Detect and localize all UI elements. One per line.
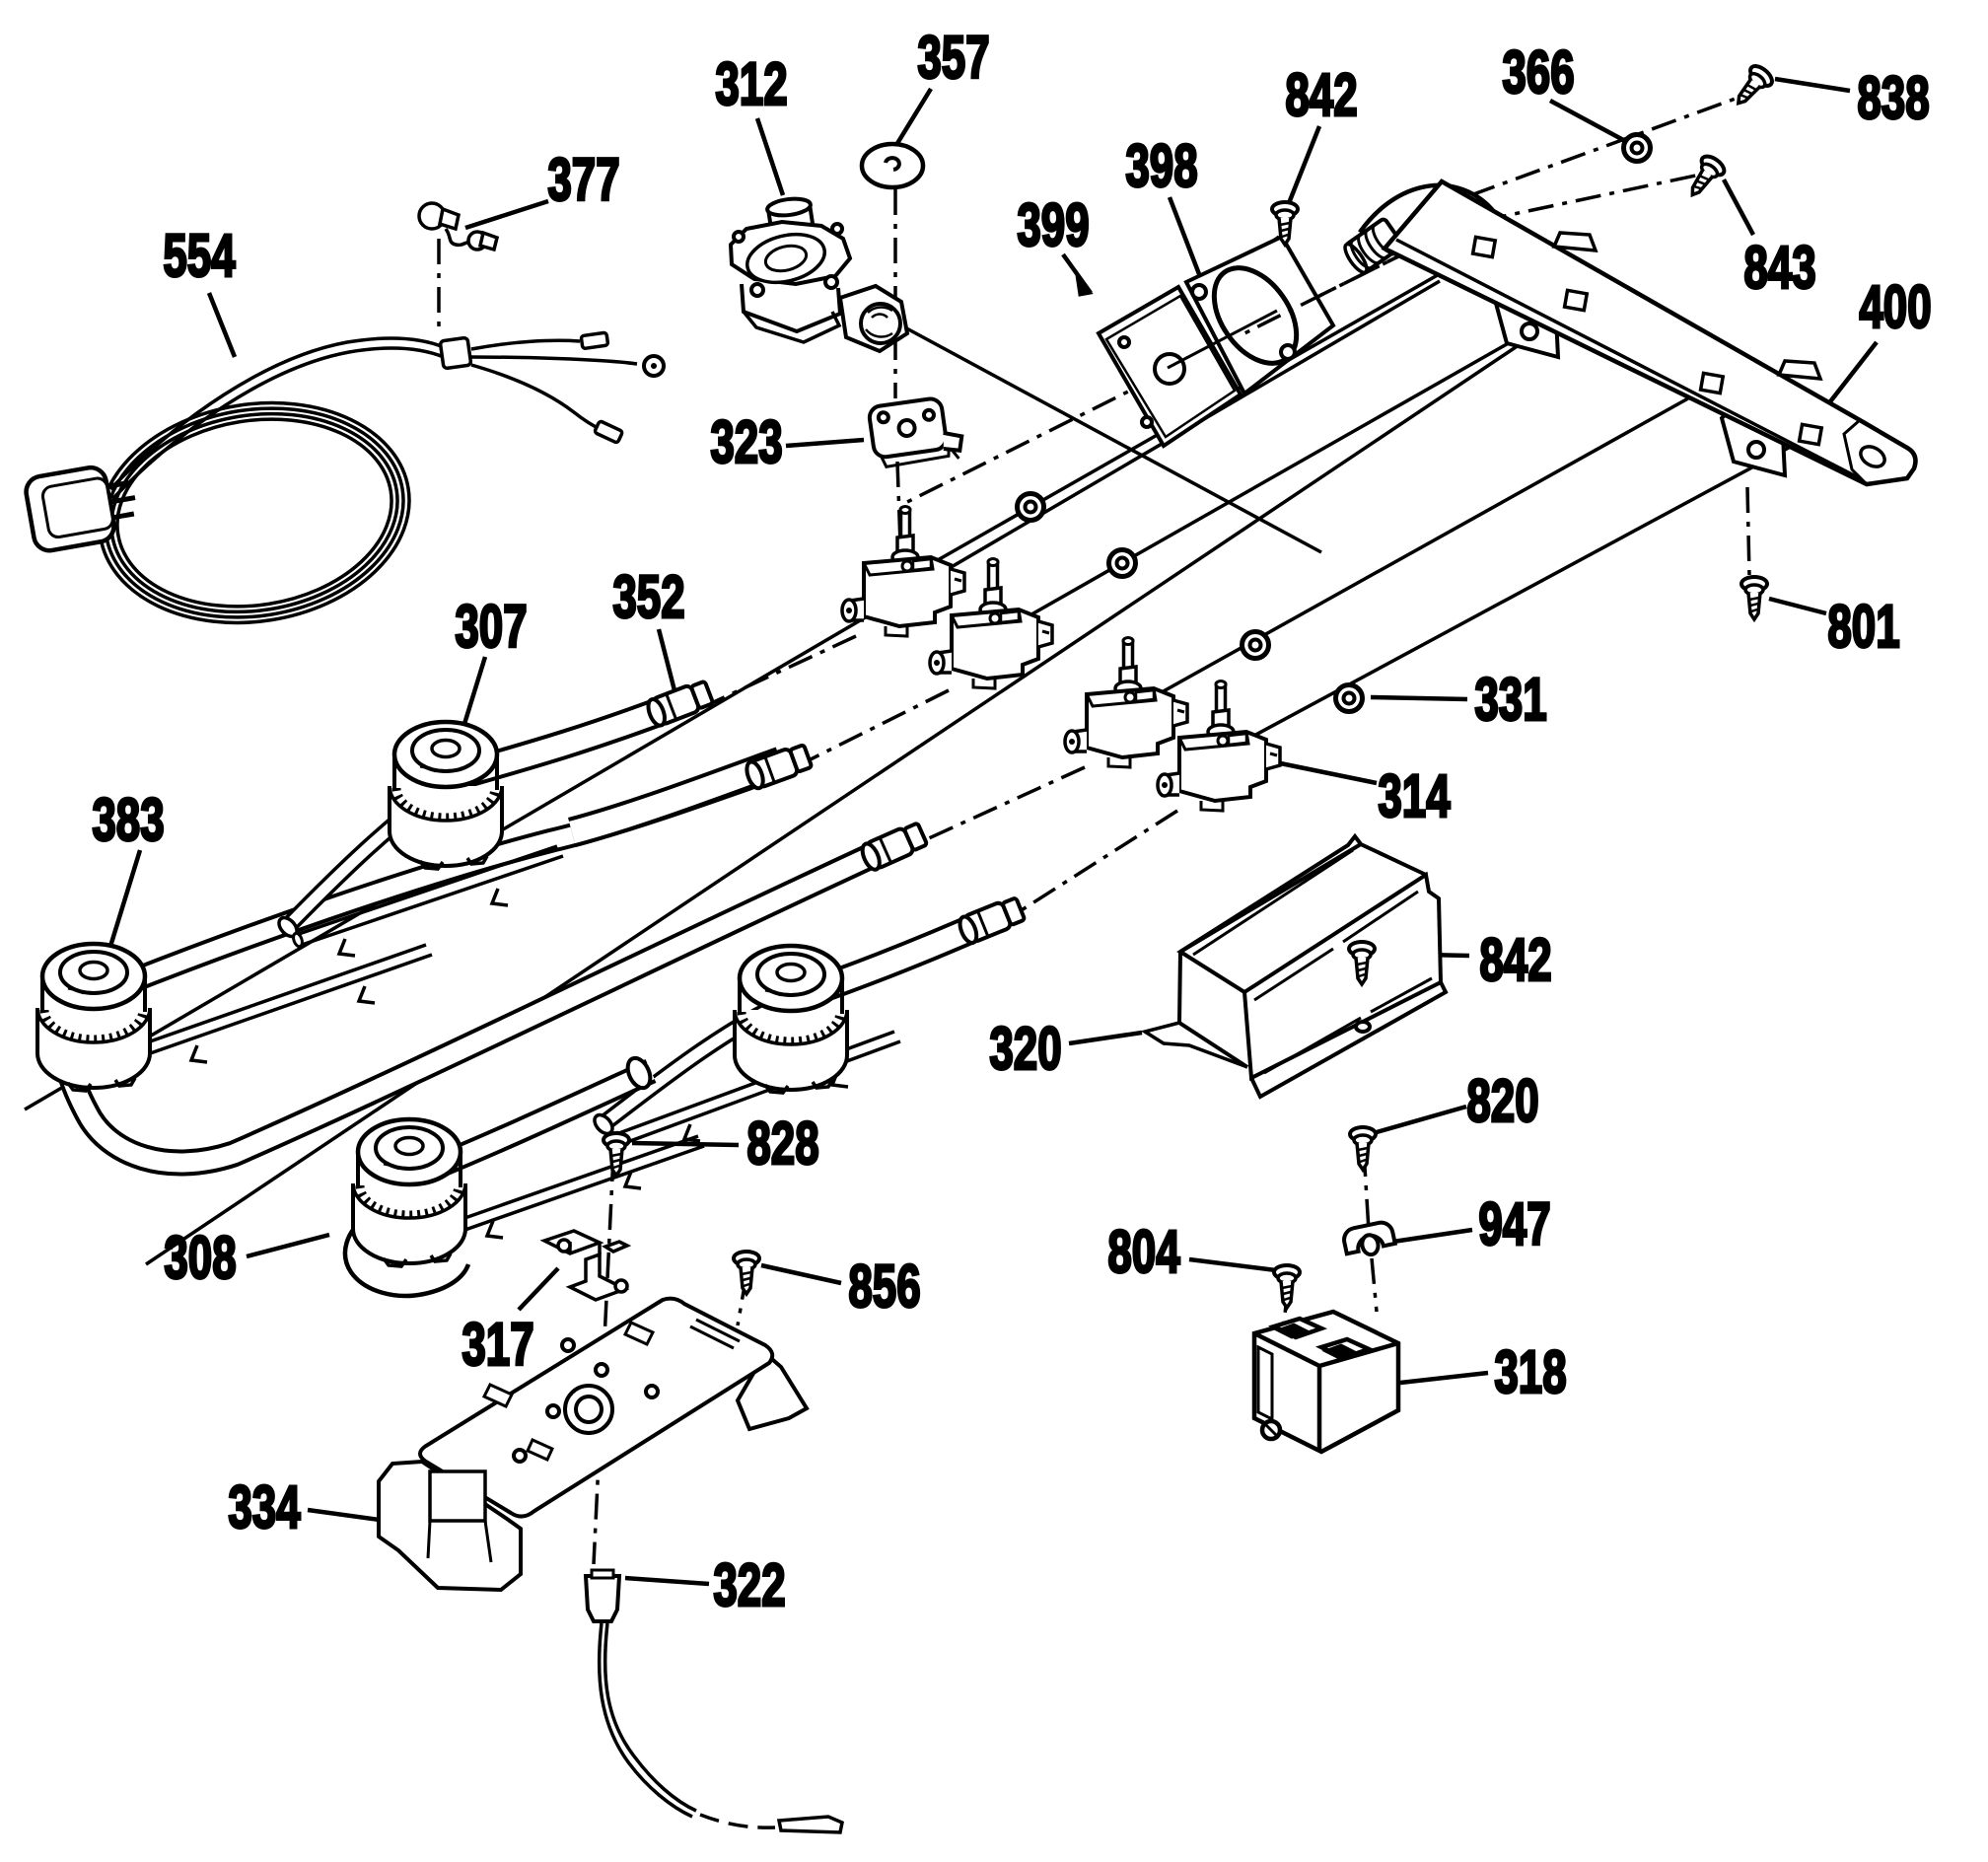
- svg-text:320: 320: [989, 1016, 1061, 1083]
- svg-text:801: 801: [1827, 594, 1899, 661]
- svg-text:820: 820: [1466, 1068, 1538, 1135]
- svg-text:398: 398: [1125, 133, 1197, 200]
- svg-text:308: 308: [164, 1225, 236, 1292]
- svg-text:828: 828: [746, 1110, 818, 1178]
- svg-text:856: 856: [848, 1253, 920, 1321]
- svg-text:318: 318: [1494, 1339, 1566, 1406]
- svg-text:307: 307: [455, 594, 527, 661]
- svg-text:838: 838: [1857, 65, 1929, 132]
- svg-text:843: 843: [1743, 235, 1815, 302]
- svg-text:312: 312: [715, 51, 787, 118]
- svg-text:352: 352: [612, 564, 684, 631]
- svg-text:331: 331: [1474, 667, 1546, 734]
- svg-text:947: 947: [1478, 1191, 1550, 1258]
- svg-text:842: 842: [1285, 62, 1357, 129]
- svg-text:357: 357: [917, 25, 989, 92]
- svg-text:383: 383: [92, 787, 164, 854]
- svg-text:314: 314: [1378, 763, 1451, 830]
- svg-text:377: 377: [547, 147, 619, 214]
- svg-text:554: 554: [163, 223, 236, 290]
- svg-text:322: 322: [713, 1552, 785, 1619]
- svg-text:323: 323: [710, 409, 782, 476]
- svg-text:399: 399: [1017, 192, 1089, 259]
- svg-text:804: 804: [1107, 1219, 1180, 1286]
- svg-text:400: 400: [1859, 274, 1931, 341]
- svg-text:366: 366: [1502, 39, 1574, 107]
- svg-text:842: 842: [1479, 927, 1551, 994]
- svg-text:317: 317: [462, 1312, 533, 1379]
- svg-text:334: 334: [228, 1474, 301, 1541]
